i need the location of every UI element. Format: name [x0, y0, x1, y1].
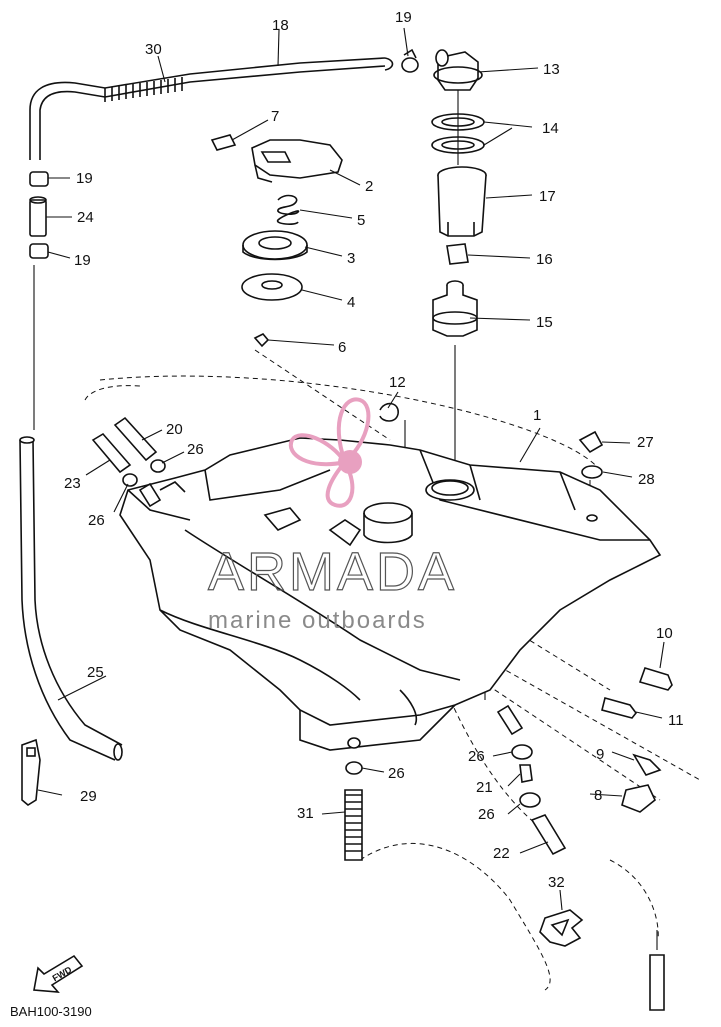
- bolt-9: [632, 753, 662, 776]
- watermark-brand: ARMADA: [208, 542, 457, 602]
- clip-26-outlet-lower: [519, 792, 541, 808]
- elbow-13: [433, 49, 483, 91]
- gasket-3: [242, 230, 308, 261]
- cap-assembly: [210, 134, 343, 348]
- leader-lines: [37, 27, 665, 911]
- pipe-17: [437, 166, 487, 237]
- callout-6: 6: [338, 339, 346, 356]
- callout-22: 22: [493, 845, 510, 862]
- callout-29: 29: [80, 788, 97, 805]
- callout-27: 27: [637, 434, 654, 451]
- band-29: [21, 738, 41, 806]
- tank-fittings: [379, 402, 673, 813]
- callout-26-outlet-upper: 26: [468, 748, 485, 765]
- fwd-arrow: FWD: [33, 954, 84, 993]
- callout-19-top: 19: [395, 9, 412, 26]
- joint-21: [519, 764, 533, 783]
- hose-stub: [496, 704, 524, 736]
- hose-23: [91, 432, 132, 474]
- callout-26-left-upper: 26: [187, 441, 204, 458]
- callout-1: 1: [533, 407, 541, 424]
- clip-19-left-lower: [29, 243, 49, 259]
- callout-16: 16: [536, 251, 553, 268]
- hose-protector: [104, 77, 183, 102]
- callout-24: 24: [77, 209, 94, 226]
- breather-tube-assembly: [19, 48, 419, 806]
- cap-2: [251, 139, 343, 183]
- callout-17: 17: [539, 188, 556, 205]
- callout-26-left-lower: 26: [88, 512, 105, 529]
- clip-19-left-upper: [29, 171, 49, 187]
- nut-6: [253, 333, 270, 348]
- callout-19-upper-left: 19: [76, 170, 93, 187]
- fuel-outlet-assembly: [511, 744, 584, 947]
- nut-27: [578, 430, 604, 454]
- screw-7: [210, 134, 237, 151]
- bolt-10: [638, 667, 673, 691]
- drain-assembly: [344, 737, 665, 1011]
- spring-5: [276, 194, 300, 225]
- callout-32: 32: [548, 874, 565, 891]
- callout-23: 23: [64, 475, 81, 492]
- hose-25: [19, 436, 123, 761]
- part-callouts: 1 2 3 4 5 6 7 8 9 10 11 12 13 14 15 16 1…: [64, 9, 684, 891]
- callout-19-lower-left: 19: [74, 252, 91, 269]
- callout-28: 28: [638, 471, 655, 488]
- propeller-logo: [288, 397, 371, 508]
- callout-31: 31: [297, 805, 314, 822]
- clip-32: [539, 909, 584, 947]
- plate-4: [241, 273, 303, 301]
- clip-26-drain: [345, 761, 363, 775]
- pickup-assembly: [431, 49, 487, 337]
- callout-26-drain: 26: [388, 765, 405, 782]
- callout-10: 10: [656, 625, 673, 642]
- callout-30: 30: [145, 41, 162, 58]
- callout-11: 11: [668, 712, 684, 729]
- drawing-code: BAH100-3190: [10, 1004, 92, 1019]
- bolt-11: [601, 697, 638, 719]
- clip-26-outlet-upper: [511, 744, 533, 760]
- callout-26-outlet-lower: 26: [478, 806, 495, 823]
- filter-15: [432, 280, 478, 337]
- clip-19-top: [401, 48, 419, 73]
- hose-end: [649, 954, 665, 1011]
- clip-12: [379, 402, 399, 422]
- washer-28: [581, 465, 603, 479]
- callout-25: 25: [87, 664, 104, 681]
- callout-12: 12: [389, 374, 406, 391]
- fuel-tank: [119, 437, 662, 751]
- callout-5: 5: [357, 212, 365, 229]
- callout-18: 18: [272, 17, 289, 34]
- callout-14: 14: [542, 120, 559, 137]
- callout-21: 21: [476, 779, 493, 796]
- callout-13: 13: [543, 61, 560, 78]
- callout-4: 4: [347, 294, 355, 311]
- hose-20: [113, 416, 158, 462]
- hose-31: [344, 789, 363, 861]
- clamp-8: [621, 784, 656, 813]
- watermark-tagline: marine outboards: [208, 607, 427, 634]
- callout-20: 20: [166, 421, 183, 438]
- callout-15: 15: [536, 314, 553, 331]
- callout-9: 9: [596, 746, 604, 763]
- clip-16: [446, 243, 469, 265]
- callout-2: 2: [365, 178, 373, 195]
- callout-3: 3: [347, 250, 355, 267]
- callout-7: 7: [271, 108, 279, 125]
- watermark: ARMADA marine outboards: [207, 397, 457, 634]
- joint-24: [29, 199, 47, 237]
- callout-8: 8: [594, 787, 602, 804]
- hose-22: [530, 814, 567, 856]
